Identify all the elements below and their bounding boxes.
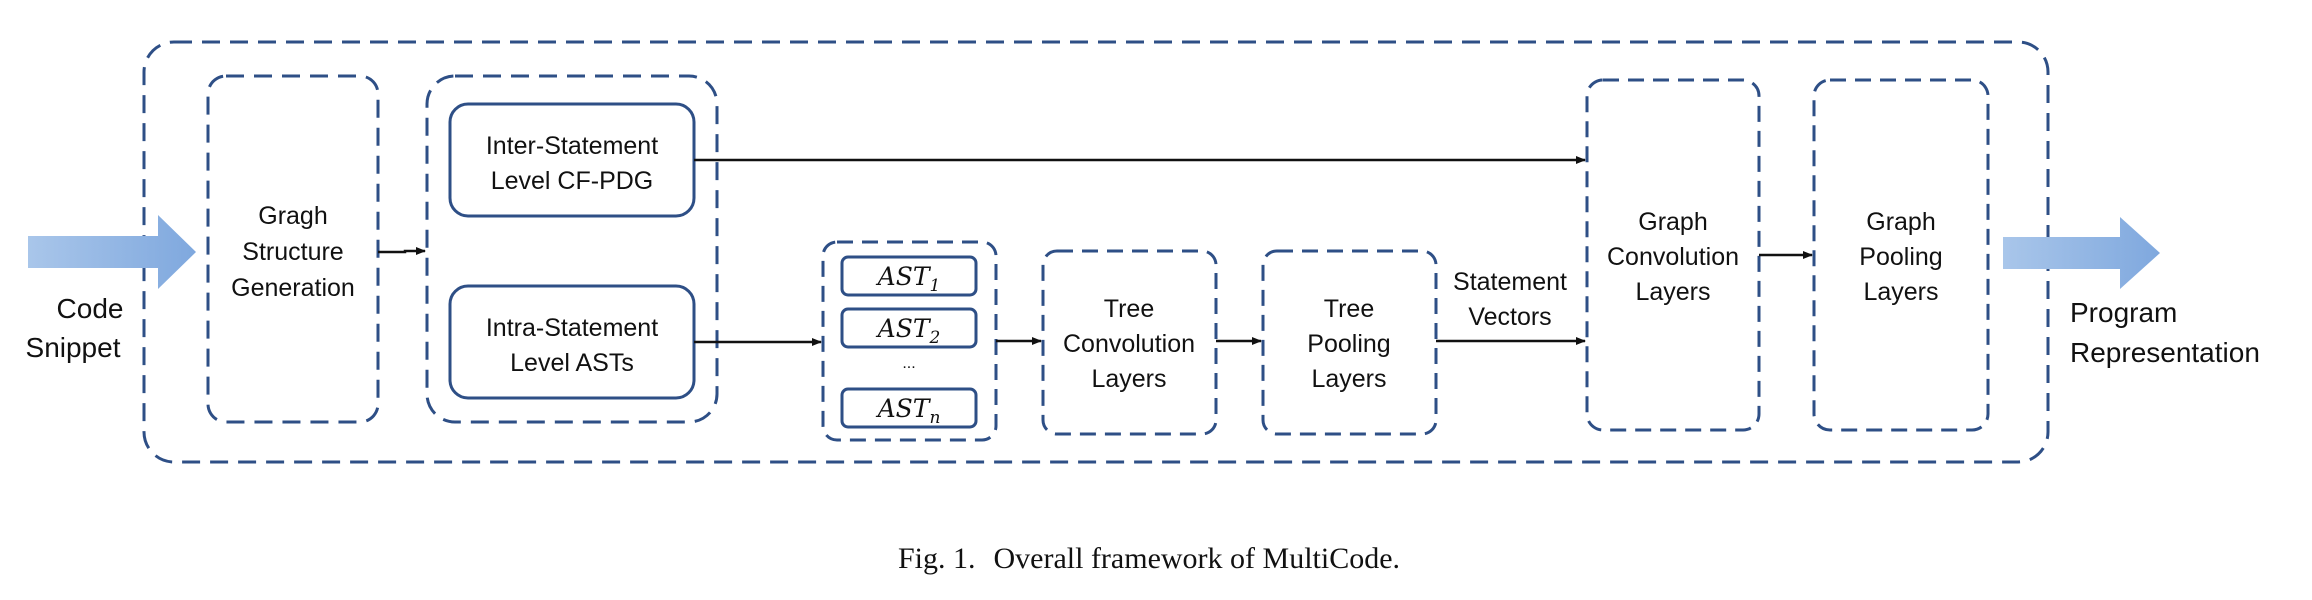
inter-statement-box [448,102,696,218]
ast-2-box [840,307,978,349]
graph-pooling-box [1812,78,1990,432]
output-label-line2: Representation [2070,337,2260,368]
graph-convolution-line2: Convolution [1607,243,1739,271]
ast-1-label: AST1 [876,262,941,296]
output-label-line1: Program [2070,297,2177,328]
ast-2-label: AST2 [876,314,941,348]
ast-ellipsis: ... [902,355,915,372]
graph-pooling-line3: Layers [1863,278,1938,306]
figure-caption: Fig. 1. Overall framework of MultiCode. [898,542,1400,575]
caption-prefix: Fig. 1. [898,542,976,575]
inter-statement-line1: Inter-Statement [486,132,658,160]
statement-vectors-line1: Statement [1453,268,1567,296]
graph-convolution-line1: Graph [1638,208,1707,236]
statement-vectors-line2: Vectors [1468,303,1551,331]
ast-1-box [840,255,978,297]
tree-convolution-line3: Layers [1091,365,1166,393]
tree-pooling-line3: Layers [1311,365,1386,393]
inter-statement-line2: Level CF-PDG [491,167,654,195]
ast-n-box [840,387,978,429]
tree-convolution-line2: Convolution [1063,330,1195,358]
graph-structure-line3: Generation [231,274,355,302]
tree-convolution-line1: Tree [1104,295,1154,323]
graph-convolution-line3: Layers [1635,278,1710,306]
tree-convolution-box [1041,249,1218,436]
graph-structure-generation-box [206,74,380,424]
input-label-line1: Code [57,293,124,324]
intra-statement-line1: Intra-Statement [486,314,658,342]
tree-pooling-line1: Tree [1324,295,1374,323]
graph-structure-line1: Gragh [258,202,327,230]
graph-pooling-line2: Pooling [1859,243,1942,271]
tree-pooling-box [1261,249,1438,436]
arrow-generation-to-statements [378,247,426,255]
intra-statement-box [448,284,696,400]
output-arrow-icon [2003,217,2160,289]
intra-statement-line2: Level ASTs [510,349,634,377]
graph-convolution-box [1585,78,1761,432]
input-arrow-icon [28,215,196,289]
caption-text: Overall framework of MultiCode. [993,542,1400,575]
graph-pooling-line1: Graph [1866,208,1935,236]
graph-structure-line2: Structure [242,238,343,266]
input-label-line2: Snippet [26,332,121,363]
ast-n-label: ASTn [876,394,941,428]
statement-level-group-box [425,74,719,424]
tree-pooling-line2: Pooling [1307,330,1390,358]
